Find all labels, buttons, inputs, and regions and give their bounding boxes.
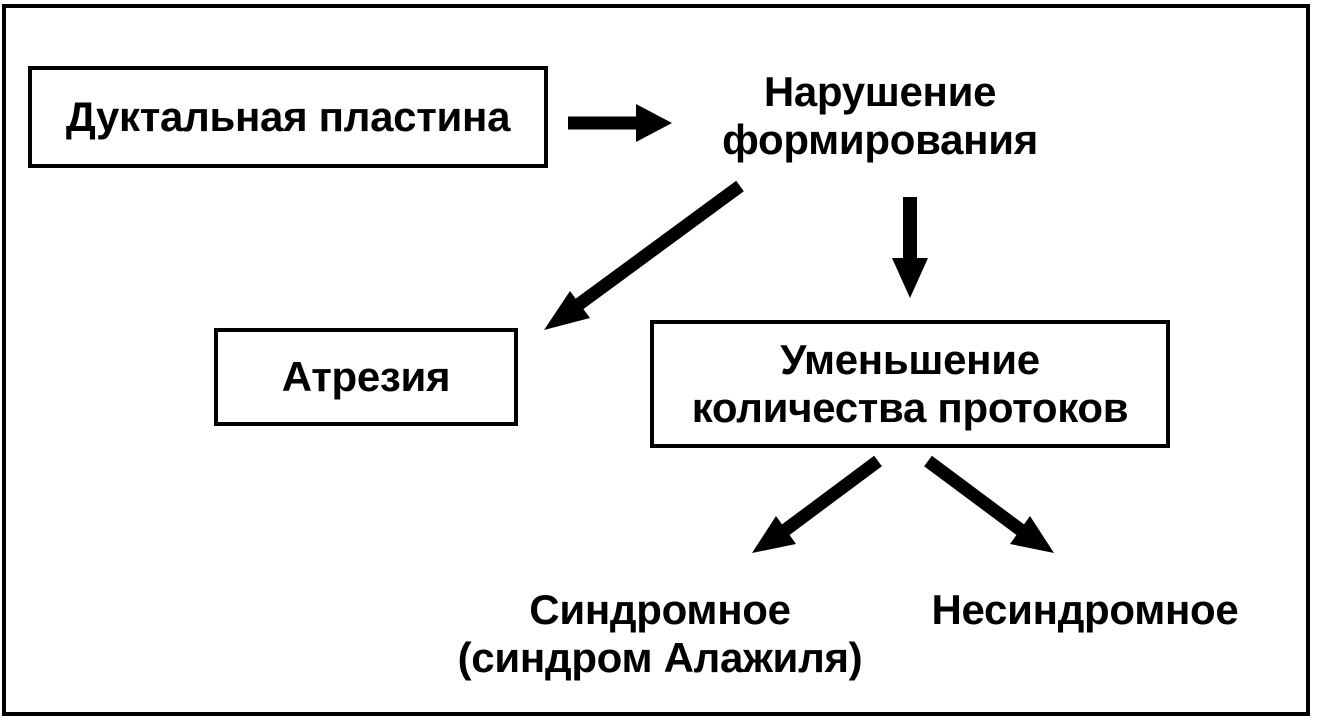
node-nonsyndromic: Несиндромное [900, 586, 1270, 634]
node-syndromic-line-2: (синдром Алажиля) [457, 634, 863, 682]
arrow-duct-reduction-to-nonsyndromic [924, 455, 1054, 553]
node-malformation: Нарушение формирования [670, 68, 1090, 165]
arrow-malformation-to-atresia [544, 180, 744, 330]
node-syndromic: Синдромное (синдром Алажиля) [420, 586, 900, 683]
node-atresia: Атрезия [214, 328, 518, 426]
arrow-duct-reduction-to-syndromic [752, 455, 882, 553]
node-ductal-plate-label: Дуктальная пластина [65, 92, 511, 140]
node-nonsyndromic-label: Несиндромное [931, 586, 1239, 633]
node-duct-reduction: Уменьшение количества протоков [650, 320, 1170, 448]
node-ductal-plate: Дуктальная пластина [28, 66, 548, 168]
node-duct-reduction-line-2: количества протоков [691, 384, 1129, 431]
node-syndromic-line-1: Синдромное [529, 586, 791, 633]
node-malformation-line-1: Нарушение [763, 68, 997, 115]
node-duct-reduction-line-1: Уменьшение [780, 335, 1040, 383]
arrow-ductal-to-malformation [568, 104, 672, 142]
node-atresia-label: Атрезия [281, 352, 451, 400]
node-malformation-line-2: формирования [722, 116, 1038, 164]
arrow-malformation-to-duct-reduction [892, 197, 928, 298]
